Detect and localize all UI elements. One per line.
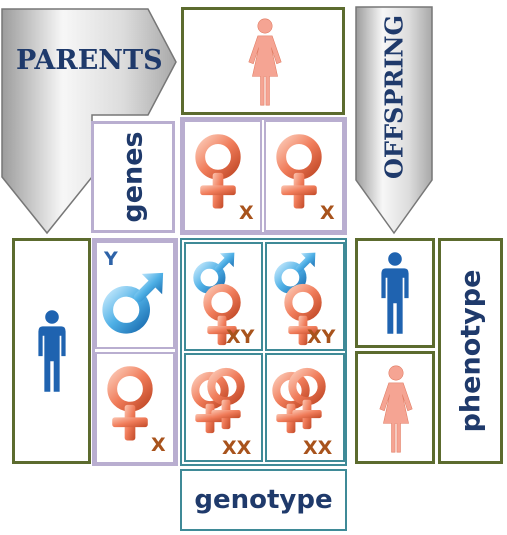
- grid-cell-r1c1: XY: [184, 242, 263, 351]
- cell-r1c2-label: XY: [307, 326, 335, 348]
- parents-label: PARENTS: [16, 45, 163, 76]
- father-gene-x: X: [151, 434, 166, 456]
- male-person-icon: [35, 303, 69, 399]
- father-gene-y: Y: [104, 248, 118, 270]
- grid-cell-r2c2: XX: [265, 353, 345, 462]
- cell-r2c1-label: XX: [222, 437, 251, 459]
- female-person-icon: [378, 358, 414, 460]
- punnett-grid: XY XY XX XX: [180, 238, 347, 466]
- mother-gene-2: X: [320, 202, 335, 224]
- venus-symbol-icon: [204, 365, 248, 433]
- venus-symbol-icon: [103, 364, 157, 444]
- mother-gene-cell-1: X: [183, 120, 262, 232]
- venus-symbol-icon: [191, 132, 245, 212]
- cell-r2c2-label: XX: [303, 437, 332, 459]
- father-gene-cell-x: X: [95, 352, 175, 464]
- mother-gene-1: X: [239, 202, 254, 224]
- offspring-male-box: [355, 238, 435, 348]
- grid-cell-r2c1: XX: [184, 353, 263, 462]
- cell-r1c1-label: XY: [226, 326, 254, 348]
- offspring-female-box: [355, 351, 435, 464]
- genotype-label: genotype: [194, 485, 332, 515]
- offspring-arrow: OFFSPRING: [354, 5, 434, 235]
- phenotype-label: phenotype: [455, 270, 486, 433]
- father-gene-cell-y: Y: [95, 241, 175, 349]
- offspring-label: OFFSPRING: [380, 15, 409, 179]
- phenotype-label-box: phenotype: [438, 238, 503, 464]
- female-parent-box: [181, 7, 345, 115]
- venus-symbol-icon: [285, 365, 329, 433]
- genes-label-box: genes: [91, 121, 175, 233]
- grid-cell-r1c2: XY: [265, 242, 345, 351]
- female-person-icon: [247, 12, 283, 112]
- genotype-label-box: genotype: [180, 469, 347, 531]
- venus-symbol-icon: [272, 132, 326, 212]
- mother-gene-cell-2: X: [264, 120, 344, 232]
- mars-symbol-icon: [99, 269, 167, 337]
- male-parent-box: [12, 238, 91, 464]
- male-person-icon: [378, 245, 412, 341]
- genes-label: genes: [118, 131, 149, 222]
